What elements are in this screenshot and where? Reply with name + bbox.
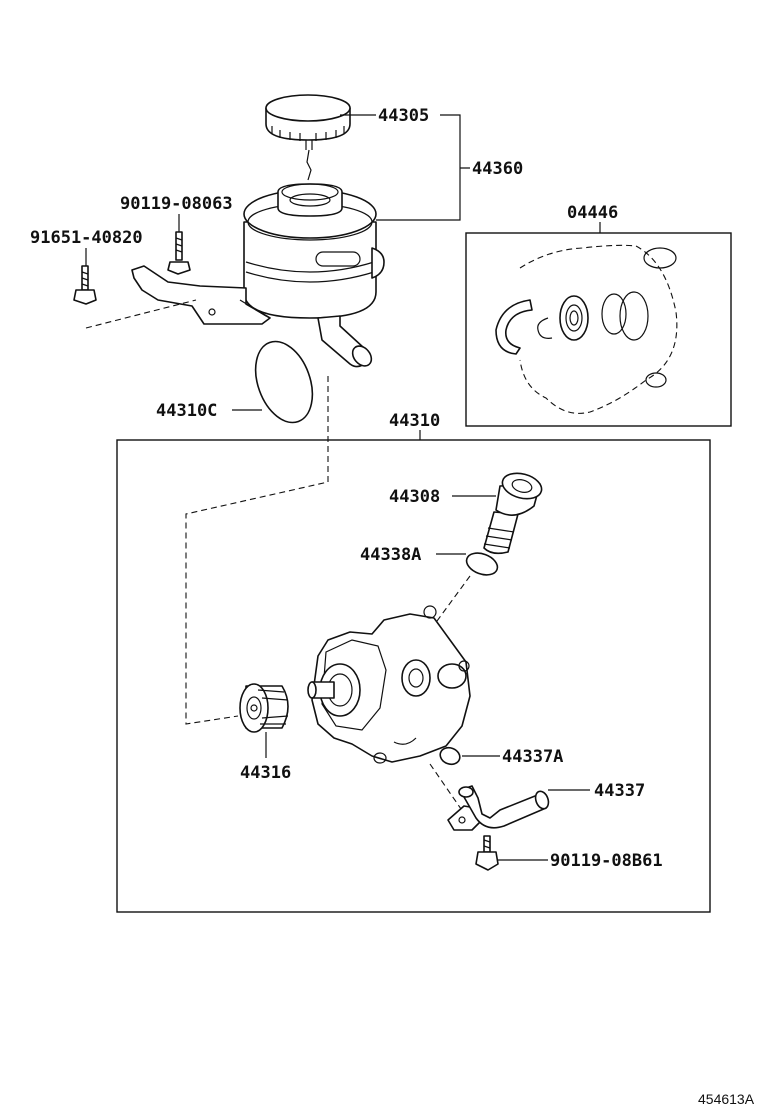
pump-pulley [239, 683, 289, 733]
label-pump-assy: 44310 [389, 411, 440, 431]
bolt-upper [167, 231, 191, 275]
repair-kit-parts [495, 244, 678, 414]
label-gasket: 44310C [156, 401, 217, 421]
label-kit: 04446 [567, 203, 618, 223]
pump-body [307, 605, 471, 764]
union-bolt [475, 835, 499, 871]
union-o-ring [439, 746, 461, 766]
bolt-left-dashed-line [85, 299, 197, 329]
union-dashed-line [429, 763, 471, 823]
reservoir-gasket [254, 340, 314, 424]
reservoir-cap [265, 94, 351, 181]
label-oring-union: 44337A [502, 747, 563, 767]
bolt-left [73, 265, 97, 305]
reservoir-tank [243, 183, 385, 368]
label-valve: 44308 [389, 487, 440, 507]
label-oring-valve: 44338A [360, 545, 421, 565]
label-bolt-upper: 90119-08063 [120, 194, 233, 214]
union-fitting [447, 785, 550, 831]
reservoir-to-pulley-dashed-line [185, 376, 329, 725]
label-cap: 44305 [378, 106, 429, 126]
leader-reservoir-bracket [376, 114, 470, 221]
pump-assembly-frame [116, 439, 711, 913]
flow-control-valve [483, 472, 543, 555]
label-bolt-left: 91651-40820 [30, 228, 143, 248]
diagram-code: 454613A [698, 1091, 755, 1107]
reservoir-bracket [131, 265, 271, 325]
valve-o-ring [465, 552, 499, 576]
label-pulley: 44316 [240, 763, 291, 783]
label-bolt-union: 90119-08B61 [550, 851, 663, 871]
repair-kit-frame [465, 232, 732, 427]
label-reservoir-assy: 44360 [472, 159, 523, 179]
label-union: 44337 [594, 781, 645, 801]
